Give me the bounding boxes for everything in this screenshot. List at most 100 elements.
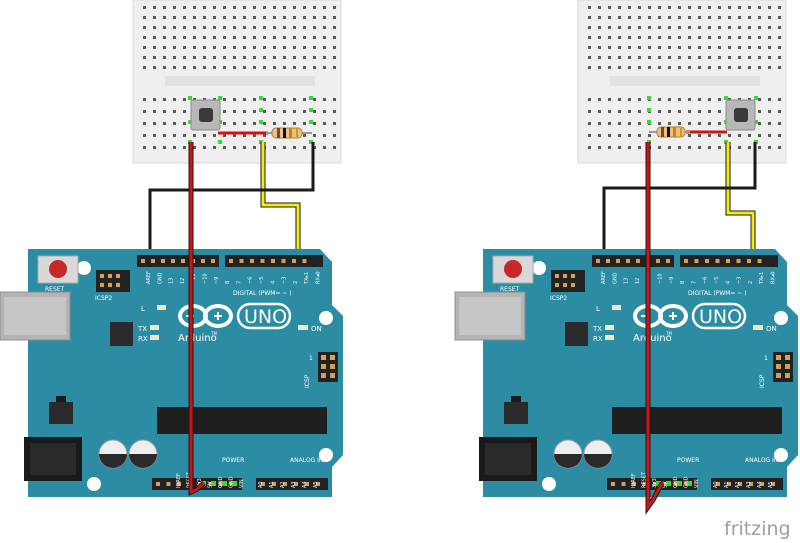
breadboard-hole [638, 66, 641, 69]
breadboard-hole [233, 98, 236, 101]
breadboard-hole [203, 134, 206, 137]
header-pin [771, 482, 775, 486]
power-header [607, 478, 697, 490]
pin-label: A3 [746, 481, 752, 488]
board-brand: Arduino [178, 333, 217, 344]
pin-label: 8 [225, 281, 231, 284]
header-pin [201, 259, 205, 263]
breadboard-hole [748, 16, 751, 19]
breadboard-hole [748, 46, 751, 49]
breadboard-hole [153, 66, 156, 69]
breadboard-hole [173, 56, 176, 59]
header-pin [219, 482, 223, 486]
breadboard-hole [163, 46, 166, 49]
header-pin [611, 482, 615, 486]
icsp-label: ICSP [304, 374, 311, 388]
breadboard-hole [718, 146, 721, 149]
breadboard-hole [628, 110, 631, 113]
icsp2-label: ICSP2 [95, 295, 112, 302]
breadboard-hole [313, 134, 316, 137]
pin-label: GND [612, 272, 618, 284]
breadboard-hole [708, 98, 711, 101]
icsp2-header [551, 270, 585, 292]
breadboard-hole [193, 56, 196, 59]
board-model: UNO [244, 306, 287, 328]
breadboard-hole [293, 146, 296, 149]
breadboard-hole [163, 36, 166, 39]
breadboard-hole [598, 26, 601, 29]
breadboard-hole [203, 36, 206, 39]
breadboard-hole [588, 134, 591, 137]
breadboard-hole [303, 134, 306, 137]
breadboard-hole [163, 134, 166, 137]
breadboard-hole [608, 56, 611, 59]
breadboard-hole [768, 26, 771, 29]
microcontroller [612, 407, 782, 434]
usb-chip [110, 322, 133, 346]
breadboard-hole [243, 26, 246, 29]
breadboard-hole [203, 56, 206, 59]
breadboard-hole [728, 26, 731, 29]
breadboard-hole [273, 146, 276, 149]
breadboard-hole [618, 36, 621, 39]
breadboard-hole [213, 56, 216, 59]
pin-label: 12 [635, 278, 641, 284]
breadboard-hole [708, 122, 711, 125]
reset-label: RESET [45, 286, 65, 293]
breadboard-hole [323, 146, 326, 149]
header-pin [666, 259, 670, 263]
pin-label: IOREF [176, 473, 182, 488]
breadboard-hole [678, 122, 681, 125]
header-pin [757, 259, 762, 263]
pin-label: GND [218, 476, 224, 488]
breadboard-hole [253, 26, 256, 29]
breadboard-hole [293, 66, 296, 69]
breadboard-hole [333, 122, 336, 125]
breadboard-hole [608, 134, 611, 137]
breadboard-hole [608, 36, 611, 39]
breadboard-hole [323, 110, 326, 113]
breadboard-hole [598, 16, 601, 19]
breadboard-hole [293, 36, 296, 39]
breadboard-hole [698, 146, 701, 149]
breadboard-hole [153, 56, 156, 59]
pin-label: ~6 [703, 277, 709, 284]
breadboard-hole [253, 6, 256, 9]
breadboard-hole [223, 134, 226, 137]
breadboard-hole [778, 26, 781, 29]
breadboard-hole [243, 134, 246, 137]
breadboard-hole [173, 26, 176, 29]
breadboard-hole [143, 56, 146, 59]
breadboard-hole [303, 36, 306, 39]
header-pin [229, 259, 233, 263]
fritzing-credit: fritzing [724, 518, 791, 540]
breadboard-hole [748, 134, 751, 137]
breadboard-hole [263, 98, 266, 101]
breadboard-hole [333, 46, 336, 49]
pin-label: A1 [269, 481, 275, 488]
header-pin [674, 482, 678, 486]
pin-label: RX◂0 [771, 271, 777, 284]
breadboard-hole [658, 66, 661, 69]
breadboard-hole [173, 66, 176, 69]
led-on [753, 325, 763, 330]
breadboard-hole [303, 16, 306, 19]
header-pin [250, 259, 254, 263]
header-pin [621, 482, 626, 486]
header-pin [166, 482, 171, 486]
breadboard-hole [608, 26, 611, 29]
breadboard-hole [313, 122, 316, 125]
breadboard-hole [708, 16, 711, 19]
led-tx-label: TX [137, 325, 147, 333]
breadboard-hole [678, 46, 681, 49]
breadboard-hole [293, 16, 296, 19]
breadboard-hole [273, 56, 276, 59]
reset-label: RESET [500, 286, 520, 293]
breadboard-hole [698, 98, 701, 101]
breadboard-hole [638, 36, 641, 39]
breadboard-hole [183, 16, 186, 19]
breadboard-hole [698, 66, 701, 69]
breadboard-hole [223, 46, 226, 49]
